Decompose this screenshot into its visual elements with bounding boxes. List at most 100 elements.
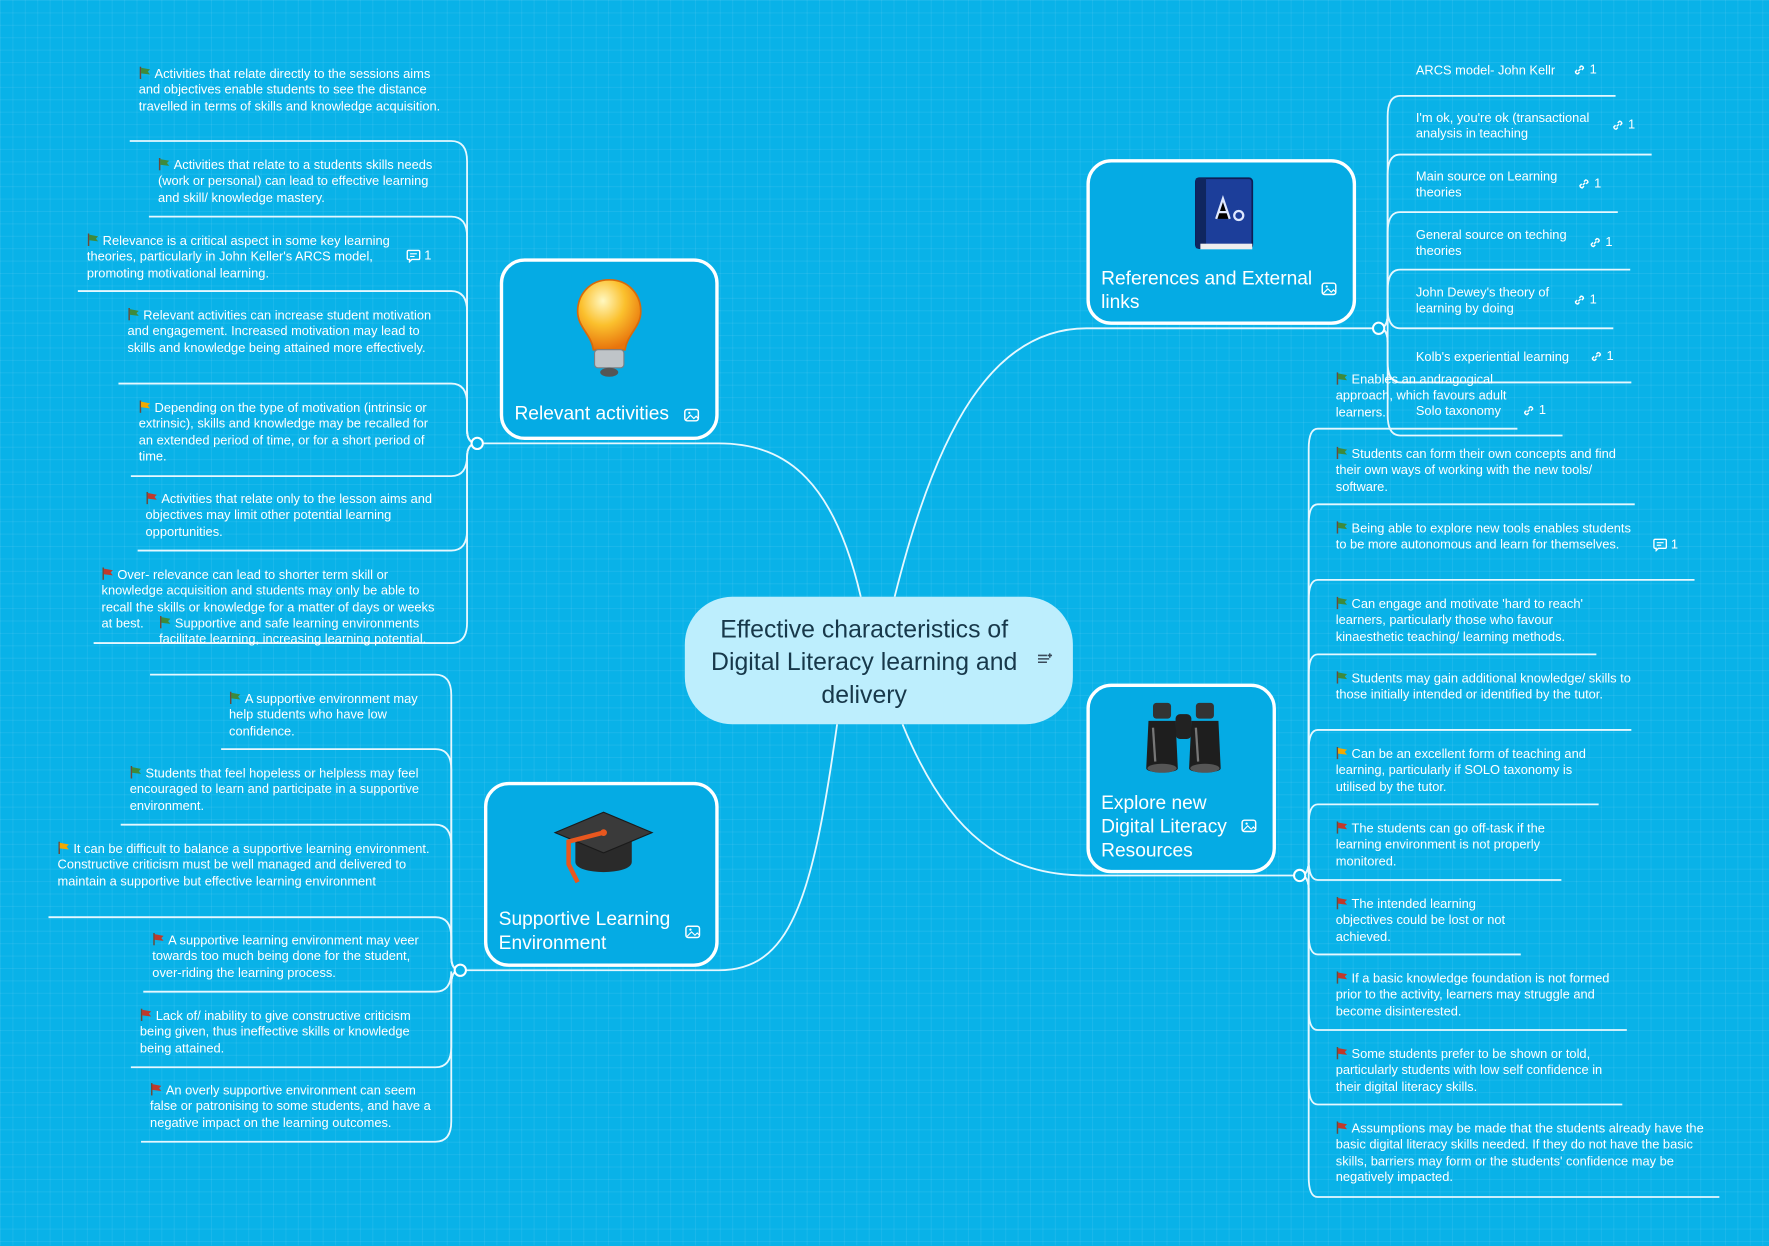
image-icon[interactable] xyxy=(685,925,701,939)
explore-item[interactable]: Some students prefer to be shown or told… xyxy=(1336,1046,1620,1096)
comment-icon xyxy=(406,249,421,263)
item-text: Lack of/ inability to give constructive … xyxy=(139,1009,411,1056)
explore-item[interactable]: Can be an excellent form of teaching and… xyxy=(1335,746,1601,796)
item-text: A supportive learning environment may ve… xyxy=(152,934,419,981)
relevant-item[interactable]: Activities that relate only to the lesso… xyxy=(146,491,445,541)
item-text: Assumptions may be made that the student… xyxy=(1335,1122,1704,1185)
supportive-item[interactable]: An overly supportive environment can see… xyxy=(150,1083,438,1132)
explore-item[interactable]: Assumptions may be made that the student… xyxy=(1336,1121,1720,1186)
explore-item[interactable]: Students can form their own concepts and… xyxy=(1335,446,1638,496)
explore-item[interactable]: Being able to explore new tools enables … xyxy=(1336,521,1643,554)
link-badge[interactable]: 1 xyxy=(1588,236,1613,249)
badge-count: 1 xyxy=(424,249,432,263)
flag-icon xyxy=(87,233,99,246)
reference-item[interactable]: I'm ok, you're ok (transactional analysi… xyxy=(1416,111,1619,144)
connector-line xyxy=(1299,427,1518,877)
note-icon[interactable] xyxy=(1037,653,1053,665)
topic-label: References and External links xyxy=(1101,267,1313,313)
link-badge[interactable]: 1 xyxy=(1611,118,1635,132)
item-text: General source on teching theories xyxy=(1415,229,1567,259)
comment-badge[interactable]: 1 xyxy=(406,249,431,263)
reference-item[interactable]: ARCS model- John Kellr xyxy=(1416,63,1597,79)
item-text: Solo taxonomy xyxy=(1415,405,1501,419)
flag-icon xyxy=(140,1008,152,1022)
flag-icon xyxy=(128,307,139,321)
item-text: An overly supportive environment can see… xyxy=(150,1084,431,1131)
item-text: Students may gain additional knowledge/ … xyxy=(1335,672,1631,703)
collapse-toggle[interactable] xyxy=(470,436,484,451)
explore-item[interactable]: The intended learning objectives could b… xyxy=(1336,896,1517,946)
topic-relevant-activities[interactable]: Relevant activities xyxy=(499,258,719,440)
supportive-item[interactable]: A supportive learning environment may ve… xyxy=(152,933,432,982)
supportive-item[interactable]: It can be difficult to balance a support… xyxy=(58,841,436,891)
relevant-item[interactable]: Depending on the type of motivation (int… xyxy=(138,400,446,466)
item-text: Enables an andragogical approach, which … xyxy=(1335,373,1507,420)
topic-references[interactable]: References and External links xyxy=(1086,159,1357,325)
image-icon[interactable] xyxy=(1321,282,1337,296)
link-badge[interactable]: 1 xyxy=(1577,177,1601,191)
supportive-item[interactable]: Students that feel hopeless or helpless … xyxy=(130,766,435,815)
item-text: Depending on the type of motivation (int… xyxy=(138,401,429,464)
link-badge[interactable]: 1 xyxy=(1590,350,1614,363)
link-badge[interactable]: 1 xyxy=(1573,293,1597,307)
item-text: Students can form their own concepts and… xyxy=(1335,447,1616,494)
topic-label: Explore new Digital Literacy Resources xyxy=(1101,791,1227,861)
item-text: Can engage and motivate 'hard to reach' … xyxy=(1335,597,1583,644)
explore-item[interactable]: If a basic knowledge foundation is not f… xyxy=(1336,971,1627,1020)
item-text: Can be an excellent form of teaching and… xyxy=(1335,747,1586,795)
item-text: Activities that relate directly to the s… xyxy=(138,67,441,114)
explore-item[interactable]: The students can go off-task if the lear… xyxy=(1336,821,1550,870)
main-branch xyxy=(901,723,1300,877)
flag-icon xyxy=(160,615,171,629)
topic-supportive-environment[interactable]: Supportive Learning Environment xyxy=(483,781,719,967)
flag-icon xyxy=(1336,971,1348,984)
lightbulb-icon xyxy=(576,278,642,377)
supportive-item[interactable]: Supportive and safe learning environment… xyxy=(159,615,435,649)
link-badge[interactable]: 1 xyxy=(1573,63,1597,77)
flag-icon xyxy=(146,491,157,505)
image-icon[interactable] xyxy=(1241,819,1257,833)
reference-item[interactable]: Main source on Learning theories xyxy=(1416,169,1585,202)
explore-item[interactable]: Students may gain additional knowledge/ … xyxy=(1336,671,1632,704)
main-branch xyxy=(893,327,1379,598)
comment-icon xyxy=(1653,538,1667,552)
flag-icon xyxy=(1336,521,1348,534)
link-icon xyxy=(1579,179,1589,189)
reference-item[interactable]: Solo taxonomy xyxy=(1416,404,1529,420)
relevant-item[interactable]: Relevant activities can increase student… xyxy=(127,307,443,357)
supportive-item[interactable]: A supportive environment may help studen… xyxy=(229,691,432,741)
reference-item[interactable]: General source on teching theories xyxy=(1416,228,1597,261)
flag-icon xyxy=(1336,372,1348,385)
comment-badge[interactable]: 1 xyxy=(1653,538,1678,552)
badge-count: 1 xyxy=(1538,403,1546,418)
explore-item[interactable]: Can engage and motivate 'hard to reach' … xyxy=(1335,596,1595,646)
item-text: ARCS model- John Kellr xyxy=(1415,64,1556,78)
central-topic[interactable]: Effective characteristics of Digital Lit… xyxy=(684,596,1073,725)
relevant-item[interactable]: Over- relevance can lead to shorter term… xyxy=(102,567,446,632)
item-text: Over- relevance can lead to shorter term… xyxy=(101,568,435,631)
image-icon[interactable] xyxy=(684,408,700,422)
reference-item[interactable]: Kolb's experiential learning xyxy=(1416,350,1608,366)
flag-icon xyxy=(1336,596,1348,610)
relevant-item[interactable]: Activities that relate to a students ski… xyxy=(158,157,446,207)
collapse-toggle[interactable] xyxy=(1293,868,1307,883)
flag-icon xyxy=(1336,671,1348,684)
supportive-item[interactable]: Lack of/ inability to give constructive … xyxy=(139,1008,433,1058)
relevant-item[interactable]: Activities that relate directly to the s… xyxy=(138,66,446,116)
dictionary-book-icon xyxy=(1195,177,1254,250)
relevant-item[interactable]: Relevance is a critical aspect in some k… xyxy=(87,233,397,283)
flag-icon xyxy=(229,691,241,704)
collapse-toggle[interactable] xyxy=(453,963,467,977)
link-badge[interactable]: 1 xyxy=(1522,403,1546,418)
reference-item[interactable]: John Dewey's theory of learning by doing xyxy=(1416,285,1585,318)
item-text: Being able to explore new tools enables … xyxy=(1335,522,1631,553)
link-icon xyxy=(1590,237,1600,248)
collapse-toggle[interactable] xyxy=(1371,321,1386,335)
main-branch xyxy=(477,442,862,598)
explore-item[interactable]: Enables an andragogical approach, which … xyxy=(1336,372,1522,421)
badge-count: 1 xyxy=(1589,293,1597,307)
badge-count: 1 xyxy=(1589,63,1597,77)
topic-explore-resources[interactable]: Explore new Digital Literacy Resources xyxy=(1086,683,1276,874)
